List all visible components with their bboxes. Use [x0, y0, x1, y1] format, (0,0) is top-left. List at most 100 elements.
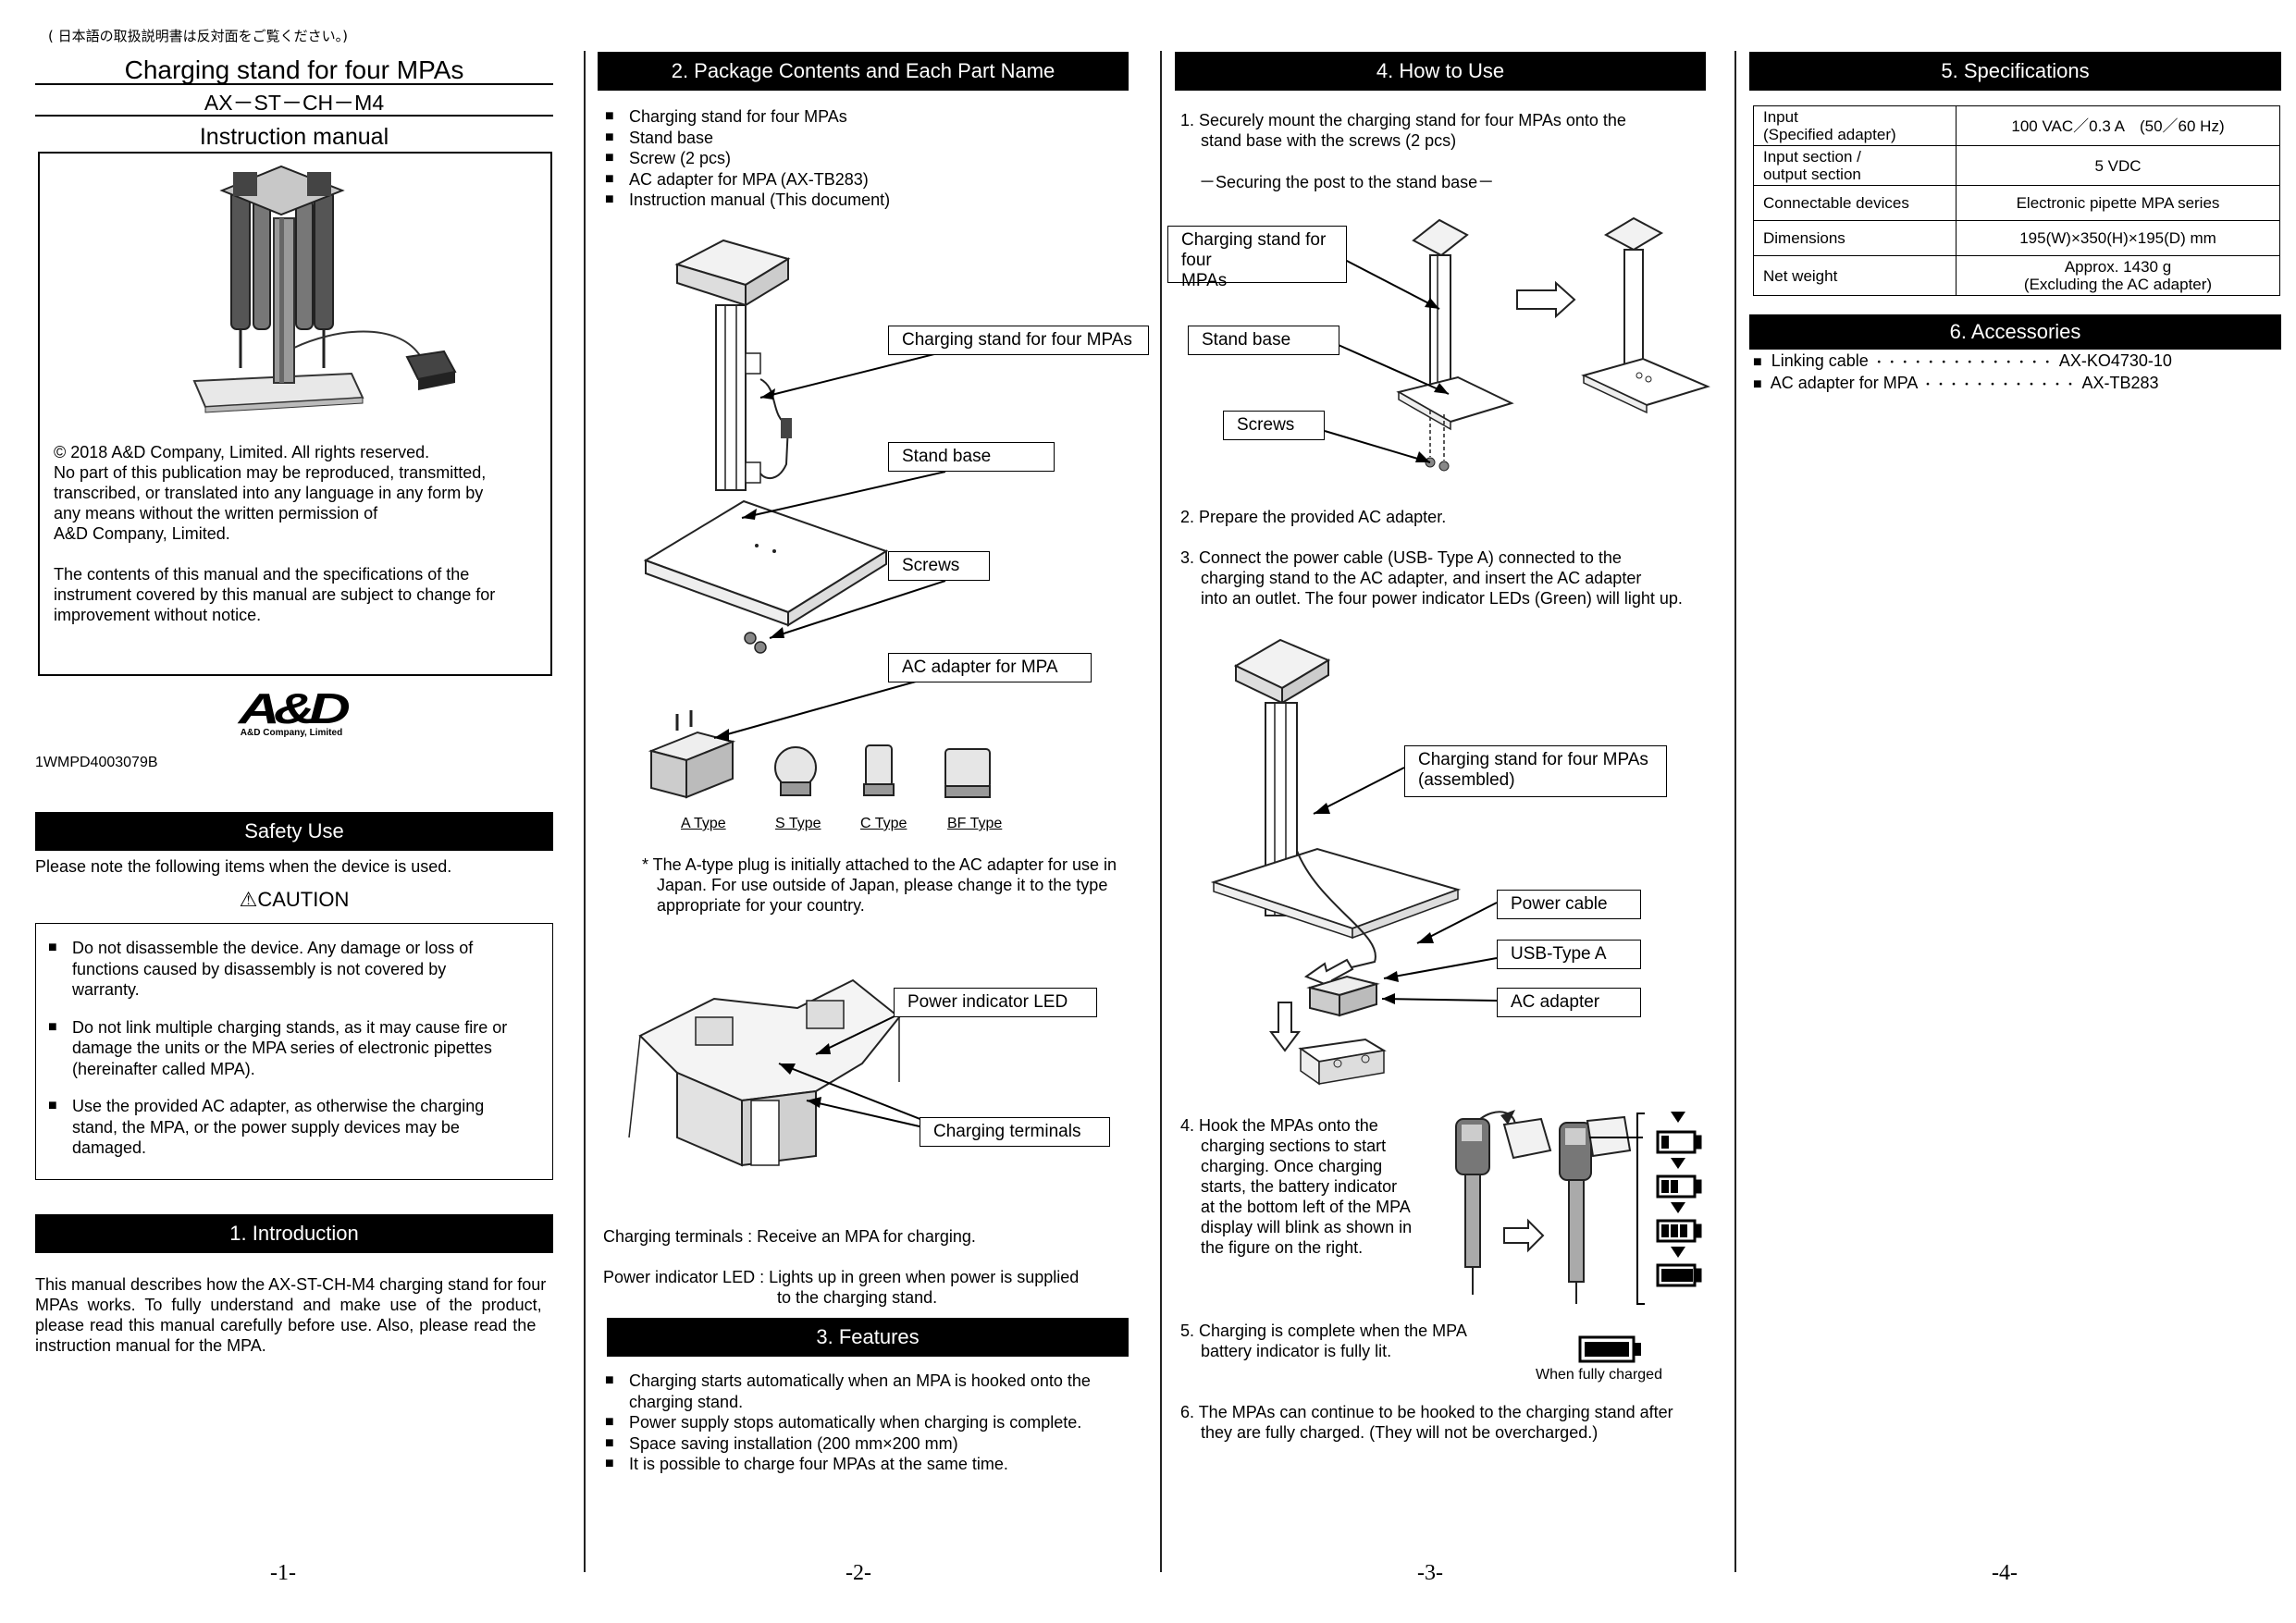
connection-diagram: [1210, 638, 1498, 1086]
caution-box: [35, 923, 553, 1180]
callout-power-cable: Power cable: [1497, 890, 1641, 919]
spec-row: Net weight Approx. 1430 g(Excluding the …: [1753, 255, 2280, 296]
spec-row: Connectable devices Electronic pipette M…: [1753, 185, 2280, 221]
manual-subtitle: Instruction manual: [199, 124, 389, 150]
callout-screws: Screws: [888, 551, 990, 581]
spec-value: Approx. 1430 g(Excluding the AC adapter): [1956, 255, 2280, 296]
caution-list: Do not disassemble the device. Any damag…: [48, 938, 548, 1159]
package-item: Instruction manual (This document): [605, 190, 1123, 211]
accessory-dots: ・・・・・・・・・・・・: [1921, 378, 2078, 392]
package-contents-list: Charging stand for four MPAs Stand base …: [605, 106, 1123, 211]
package-item: Stand base: [605, 128, 1123, 149]
accessory-code: AX-KO4730-10: [2058, 351, 2172, 370]
page-number: -4-: [1992, 1561, 2018, 1585]
caution-label: CAUTION: [257, 888, 350, 911]
column-divider-3: [1734, 51, 1736, 1572]
spec-row: Input(Specified adapter) 100 VAC／0.3 A (…: [1753, 105, 2280, 146]
feature-item: Charging starts automatically when an MP…: [605, 1371, 1132, 1412]
title-rule: [35, 83, 553, 85]
step-3-cont: charging stand to the AC adapter, and in…: [1201, 569, 1642, 587]
safety-intro: Please note the following items when the…: [35, 857, 452, 876]
spec-label: Connectable devices: [1753, 185, 1957, 221]
spec-value: Electronic pipette MPA series: [1956, 185, 2280, 221]
callout-ac-adapter: AC adapter: [1497, 988, 1641, 1017]
led-description-cont: to the charging stand.: [777, 1288, 938, 1307]
step-6: 6. The MPAs can continue to be hooked to…: [1180, 1403, 1673, 1421]
spec-label: Net weight: [1753, 255, 1957, 296]
logo-mark: A&D: [238, 684, 351, 732]
plug-type-label: C Type: [860, 816, 907, 831]
column-divider-1: [584, 51, 586, 1572]
step-6-cont: they are fully charged. (They will not b…: [1201, 1423, 1599, 1442]
accessory-name: Linking cable: [1771, 351, 1869, 370]
full-battery-icon: [1578, 1335, 1641, 1363]
step-3-cont: into an outlet. The four power indicator…: [1201, 589, 1683, 608]
terminals-description: Charging terminals : Receive an MPA for …: [603, 1227, 976, 1246]
spec-value: 100 VAC／0.3 A (50／60 Hz): [1956, 105, 2280, 146]
page-number: -2-: [846, 1561, 871, 1585]
spec-label: Input(Specified adapter): [1753, 105, 1957, 146]
safety-header: Safety Use: [35, 812, 553, 851]
package-contents-header: 2. Package Contents and Each Part Name: [598, 52, 1129, 91]
hook-battery-diagram: [1455, 1110, 1702, 1305]
product-info-frame: [38, 152, 552, 676]
package-item: AC adapter for MPA (AX-TB283): [605, 169, 1123, 191]
page-3: 4. How to Use 1. Securely mount the char…: [1162, 0, 1734, 1623]
callout-stand-base: Stand base: [888, 442, 1055, 472]
step-1-subtitle: －Securing the post to the stand base－: [1199, 173, 1495, 191]
step-2: 2. Prepare the provided AC adapter.: [1180, 508, 1447, 526]
page-4: 5. Specifications Input(Specified adapte…: [1736, 0, 2291, 1623]
caution-title: ⚠CAUTION: [35, 888, 553, 912]
accessories-header: 6. Accessories: [1749, 314, 2281, 350]
assembly-diagram: [1324, 216, 1710, 472]
callout-screws: Screws: [1223, 411, 1325, 440]
model-rule: [35, 115, 553, 117]
accessory-code: AX-TB283: [2081, 374, 2159, 392]
parts-diagram: [643, 239, 991, 799]
notice-line: The contents of this manual and the spec…: [54, 565, 470, 584]
copyright-line: any means without the written permission…: [54, 504, 378, 523]
plug-type-label: S Type: [775, 816, 821, 831]
page-1: ( 日本語の取扱説明書は反対面をご覧ください。) Charging stand …: [0, 0, 583, 1623]
caution-item: Use the provided AC adapter, as otherwis…: [48, 1096, 548, 1159]
spec-label: Dimensions: [1753, 220, 1957, 256]
package-item: Screw (2 pcs): [605, 148, 1123, 169]
spec-value: 195(W)×350(H)×195(D) mm: [1956, 220, 2280, 256]
spec-value: 5 VDC: [1956, 145, 2280, 186]
document-code: 1WMPD4003079B: [35, 755, 158, 770]
callout-usb-type-a: USB-Type A: [1497, 940, 1641, 969]
plug-c: [863, 744, 895, 796]
feature-item: Space saving installation (200 mm×200 mm…: [605, 1433, 1132, 1455]
step-1-cont: stand base with the screws (2 pcs): [1201, 131, 1457, 150]
step-1: 1. Securely mount the charging stand for…: [1180, 111, 1626, 129]
led-description: Power indicator LED : Lights up in green…: [603, 1268, 1080, 1286]
plug-type-label: A Type: [681, 816, 726, 831]
callout-assembled-stand: Charging stand for four MPAs(assembled): [1404, 745, 1667, 797]
callout-stand-base: Stand base: [1188, 326, 1339, 355]
step-5: 5. Charging is complete when the MPA: [1180, 1322, 1467, 1340]
model-number: AX－ST－CH－M4: [204, 91, 385, 115]
plug-s: [774, 746, 817, 796]
notice-line: improvement without notice.: [54, 606, 262, 624]
notice-line: instrument covered by this manual are su…: [54, 585, 496, 604]
callout-power-led: Power indicator LED: [894, 988, 1097, 1017]
page-number: -3-: [1417, 1561, 1443, 1585]
charging-head-diagram: [628, 978, 944, 1167]
plug-bf: [944, 748, 991, 798]
caution-item: Do not disassemble the device. Any damag…: [48, 938, 548, 1001]
warning-triangle-icon: ⚠: [239, 888, 258, 911]
logo-subtext: A&D Company, Limited: [240, 728, 343, 738]
step-5-cont: battery indicator is fully lit.: [1201, 1342, 1392, 1360]
callout-charging-stand: Charging stand for four MPAs: [888, 326, 1149, 355]
copyright-line: transcribed, or translated into any lang…: [54, 484, 484, 502]
accessory-name: AC adapter for MPA: [1770, 374, 1918, 392]
spec-label: Input section /output section: [1753, 145, 1957, 186]
accessory-item: ■ AC adapter for MPA ・・・・・・・・・・・・ AX-TB2…: [1753, 374, 2159, 392]
japanese-note: ( 日本語の取扱説明書は反対面をご覧ください。): [48, 28, 348, 44]
introduction-header: 1. Introduction: [35, 1214, 553, 1253]
spec-row: Dimensions 195(W)×350(H)×195(D) mm: [1753, 220, 2280, 256]
page-2: 2. Package Contents and Each Part Name C…: [585, 0, 1158, 1623]
copyright-line: No part of this publication may be repro…: [54, 463, 487, 482]
page-number: -1-: [270, 1561, 296, 1585]
